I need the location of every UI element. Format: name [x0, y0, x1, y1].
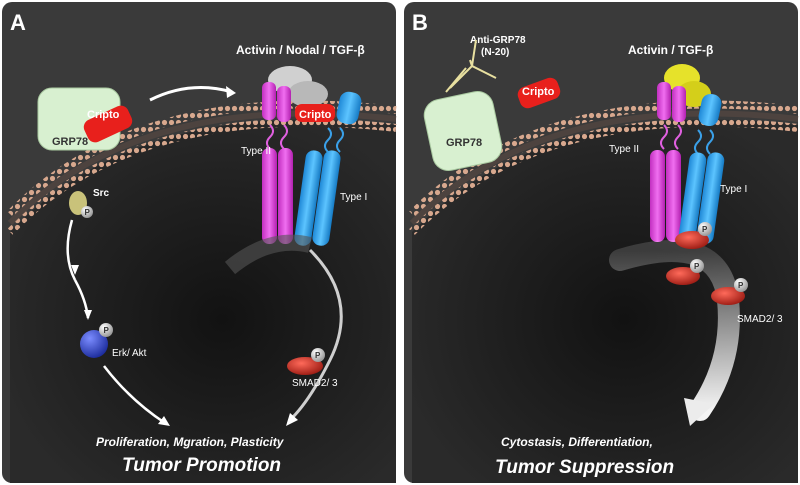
phospho-marker-smad-b-1: [698, 222, 712, 236]
phospho-marker-src: [81, 206, 93, 218]
panel-a: A Activin / Nodal / TGF-β Cripto GRP78 C…: [2, 2, 397, 483]
smad-protein-b-3: [711, 287, 745, 305]
erk-to-outcome-arrow: [103, 365, 166, 425]
cripto-label-b: Cripto: [522, 86, 555, 98]
receptor-complex-a: Cripto Type II Type I: [241, 66, 367, 246]
smad-pathway-arrow-a: [290, 248, 343, 420]
phospho-marker-erk: [99, 323, 113, 337]
svg-text:P: P: [85, 208, 91, 217]
erk-akt-label: Erk/ Akt: [112, 348, 147, 359]
panel-a-outcome-caption: Proliferation, Mgration, Plasticity: [96, 435, 285, 449]
type-ii-receptor-a-1: [262, 148, 277, 244]
smad-protein-b-1: [675, 231, 709, 249]
phospho-marker-smad-b-2: [690, 259, 704, 273]
type-i-receptor-b-1: [678, 152, 707, 244]
type-ii-receptor-b-1: [650, 150, 665, 242]
smad-label-b: SMAD2/ 3: [737, 314, 783, 325]
type-i-label-b: Type I: [720, 184, 747, 195]
panel-b-letter: B: [412, 10, 428, 35]
grp78-label-a: GRP78: [52, 136, 88, 148]
smad-label-a: SMAD2/ 3: [292, 378, 338, 389]
src-to-erk-arrow-1: [66, 219, 77, 281]
antibody-icon: [445, 39, 497, 93]
panel-b-result-title: Tumor Suppression: [495, 457, 674, 478]
grp78-protein-b: [423, 90, 503, 172]
svg-text:P: P: [738, 281, 744, 290]
cripto-protein-a: [83, 105, 133, 143]
cripto-protein-b: [517, 77, 561, 109]
antibody-label: Anti-GRP78: [470, 35, 526, 46]
cripto-receptor-bound-a: [295, 104, 335, 122]
type-ii-label-b: Type II: [609, 144, 639, 155]
svg-text:P: P: [315, 351, 321, 360]
panel-b-membrane-inner: [409, 118, 799, 235]
panel-a-membrane-inner: [7, 118, 397, 235]
panel-b: B Anti-GRP78 (N-20) GRP78 Cripto Activin…: [404, 2, 799, 483]
erk-akt-protein: [80, 330, 108, 358]
panel-b-outcome-caption: Cytostasis, Differentiation,: [501, 435, 653, 449]
cripto-label-a-2: Cripto: [299, 109, 332, 121]
cripto-label-a: Cripto: [87, 109, 120, 121]
type-ii-receptor-b-2: [666, 150, 681, 242]
panel-a-ligand-label: Activin / Nodal / TGF-β: [236, 43, 365, 57]
smad-protein-a: [287, 357, 323, 375]
ligand-a-2: [288, 81, 328, 107]
smad-protein-b-2: [666, 267, 700, 285]
type-i-receptor-a-2: [312, 150, 341, 246]
svg-text:P: P: [104, 326, 110, 335]
type-i-receptor-b-2: [696, 152, 725, 244]
phospho-marker-smad-b-3: [734, 278, 748, 292]
type-ii-receptor-a-2: [278, 148, 293, 244]
panel-a-letter: A: [10, 10, 26, 35]
grp78-label-b: GRP78: [446, 137, 482, 149]
panel-b-ligand-label: Activin / TGF-β: [628, 43, 713, 57]
antibody-clone-label: (N-20): [481, 47, 509, 58]
svg-text:P: P: [694, 262, 700, 271]
svg-text:P: P: [702, 225, 708, 234]
translocation-arrow: [149, 86, 233, 102]
src-label: Src: [93, 188, 110, 199]
panel-b-membrane-outer: [409, 100, 799, 217]
type-ii-label-a: Type II: [241, 146, 271, 157]
type-i-receptor-a-1: [294, 150, 323, 246]
type-i-label-a: Type I: [340, 192, 367, 203]
panel-a-result-title: Tumor Promotion: [122, 455, 281, 476]
receptor-complex-b: Type II Type I: [609, 64, 747, 244]
phospho-marker-smad-a: [311, 348, 325, 362]
